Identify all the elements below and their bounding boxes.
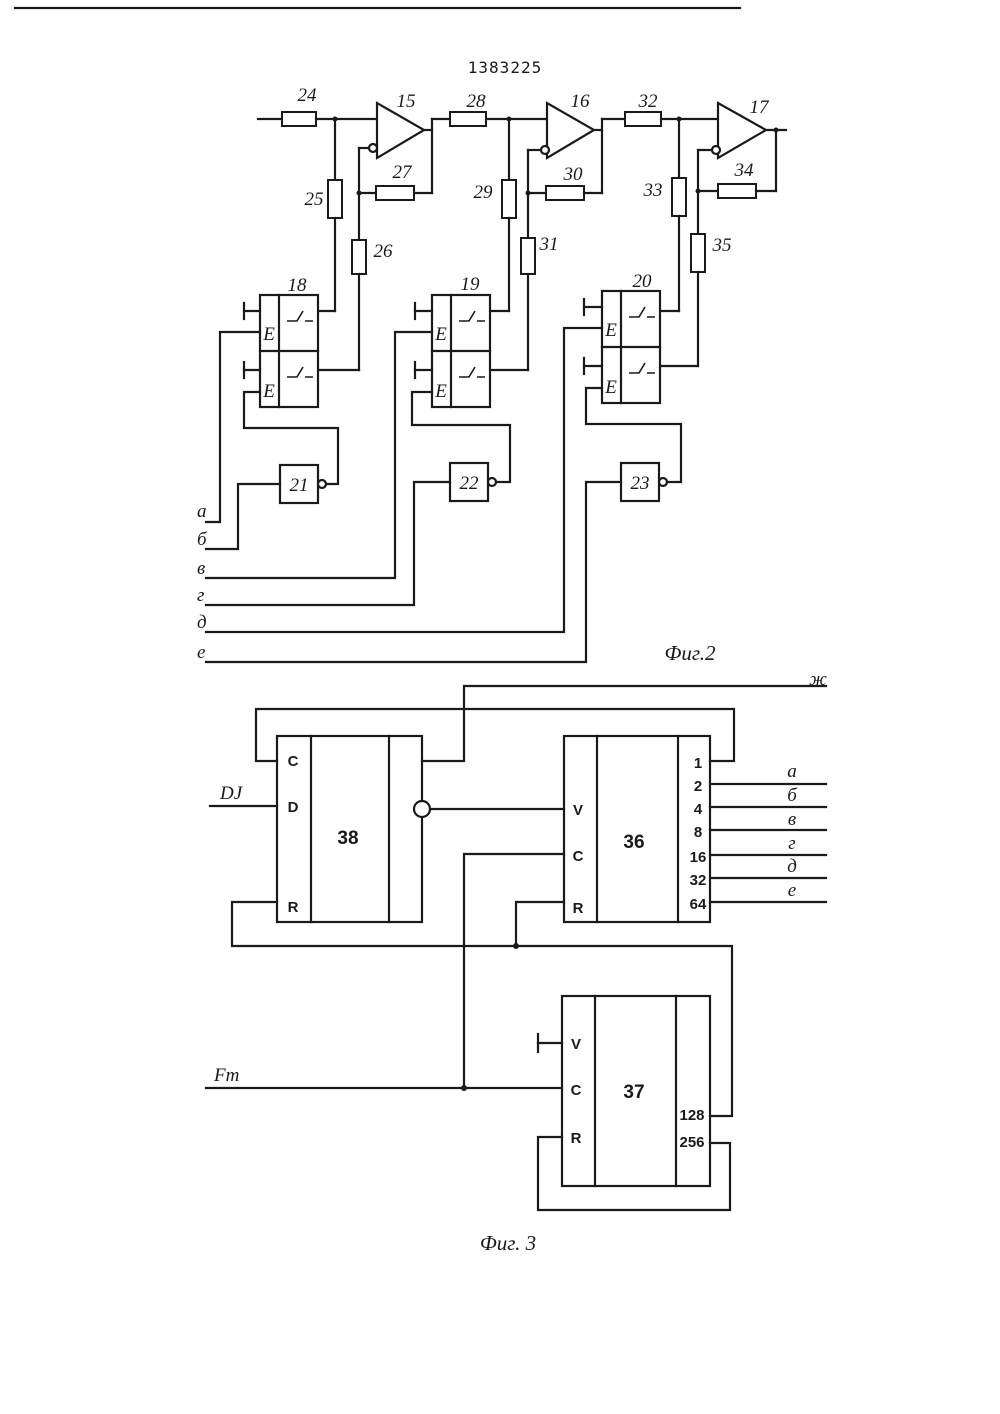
label-e-20b: E [604,377,617,398]
block-37-out-128: 128 [679,1107,704,1124]
label-resistor-31: 31 [539,234,559,255]
label-resistor-29: 29 [474,182,494,203]
resistor-25 [328,180,342,218]
label-resistor-32: 32 [638,91,659,112]
fig2-diagram [206,103,786,662]
block-36-pin-r: R [573,900,584,917]
block-37-label: 37 [623,1082,644,1103]
label-amplifier-17: 17 [750,97,771,118]
label-resistor-28: 28 [467,91,487,112]
input-g-label: г [197,585,204,606]
block-36-pin-c: C [573,848,584,865]
block-36-out-1: 1 [694,755,702,772]
label-inverter-21: 21 [290,475,309,496]
resistor-24 [282,112,316,126]
block-36-out-16: 16 [690,849,707,866]
output-g-label: г [788,833,795,854]
output-b-label: б [787,785,798,806]
label-e-20a: E [604,320,617,341]
block-37-pin-v: V [571,1036,581,1053]
label-resistor-34: 34 [734,160,755,181]
resistor-31 [521,238,535,274]
resistor-28 [450,112,486,126]
fig3-caption: Фиг. 3 [480,1231,536,1255]
block-36-out-8: 8 [694,824,702,841]
block-37-pin-r: R [571,1130,582,1147]
block-38-pin-d: D [288,799,299,816]
resistor-35 [691,234,705,272]
output-e-label: е [788,880,796,901]
label-resistor-33: 33 [643,180,663,201]
block-37-pin-c: C [571,1082,582,1099]
input-ft-label: Fт [213,1065,239,1086]
block-37-out-256: 256 [679,1134,704,1151]
block-38-inverted-output [414,801,430,817]
label-resistor-35: 35 [712,235,732,256]
label-amplifier-16: 16 [571,91,591,112]
label-e-18b: E [262,381,275,402]
label-inverter-23: 23 [631,473,650,494]
label-amplifier-15: 15 [397,91,416,112]
output-d-label: д [787,856,797,877]
label-resistor-27: 27 [393,162,414,183]
input-dj-label: DJ [219,783,244,804]
label-inverter-22: 22 [460,473,480,494]
block-36-label: 36 [623,832,644,853]
resistor-26 [352,240,366,274]
fig2-caption: Фиг.2 [664,641,716,665]
input-e-label: е [197,642,205,663]
block-36-out-64: 64 [690,896,707,913]
resistor-27 [376,186,414,200]
block-36-pin-v: V [573,802,583,819]
output-zh-label: ж [809,669,827,690]
switch-block-18 [244,295,318,407]
label-e-19a: E [434,324,447,345]
label-e-18a: E [262,324,275,345]
block-38-label: 38 [337,828,358,849]
output-a-label: а [787,761,797,782]
label-switch-19: 19 [461,274,481,295]
block-36-out-2: 2 [694,778,702,795]
resistor-29 [502,180,516,218]
resistor-32 [625,112,661,126]
fig3-diagram [206,686,826,1210]
resistor-30 [546,186,584,200]
resistor-33 [672,178,686,216]
label-e-19b: E [434,381,447,402]
block-36 [564,736,710,922]
input-b-label: б [197,529,208,550]
input-d-label: д [197,612,207,633]
input-v-label: в [197,558,205,579]
label-resistor-24: 24 [298,85,318,106]
label-resistor-26: 26 [374,241,394,262]
output-v-label: в [788,809,796,830]
resistor-34 [718,184,756,198]
input-a-label: а [197,501,207,522]
switch-block-19 [415,295,490,407]
label-switch-18: 18 [288,275,308,296]
doc-number: 1383225 [468,58,542,77]
label-resistor-30: 30 [563,164,584,185]
block-36-out-4: 4 [694,801,703,818]
block-38-pin-r: R [288,899,299,916]
switch-block-20 [584,291,660,403]
label-switch-20: 20 [633,271,653,292]
label-resistor-25: 25 [305,189,324,210]
block-36-out-32: 32 [690,872,707,889]
block-38-pin-c: C [288,753,299,770]
